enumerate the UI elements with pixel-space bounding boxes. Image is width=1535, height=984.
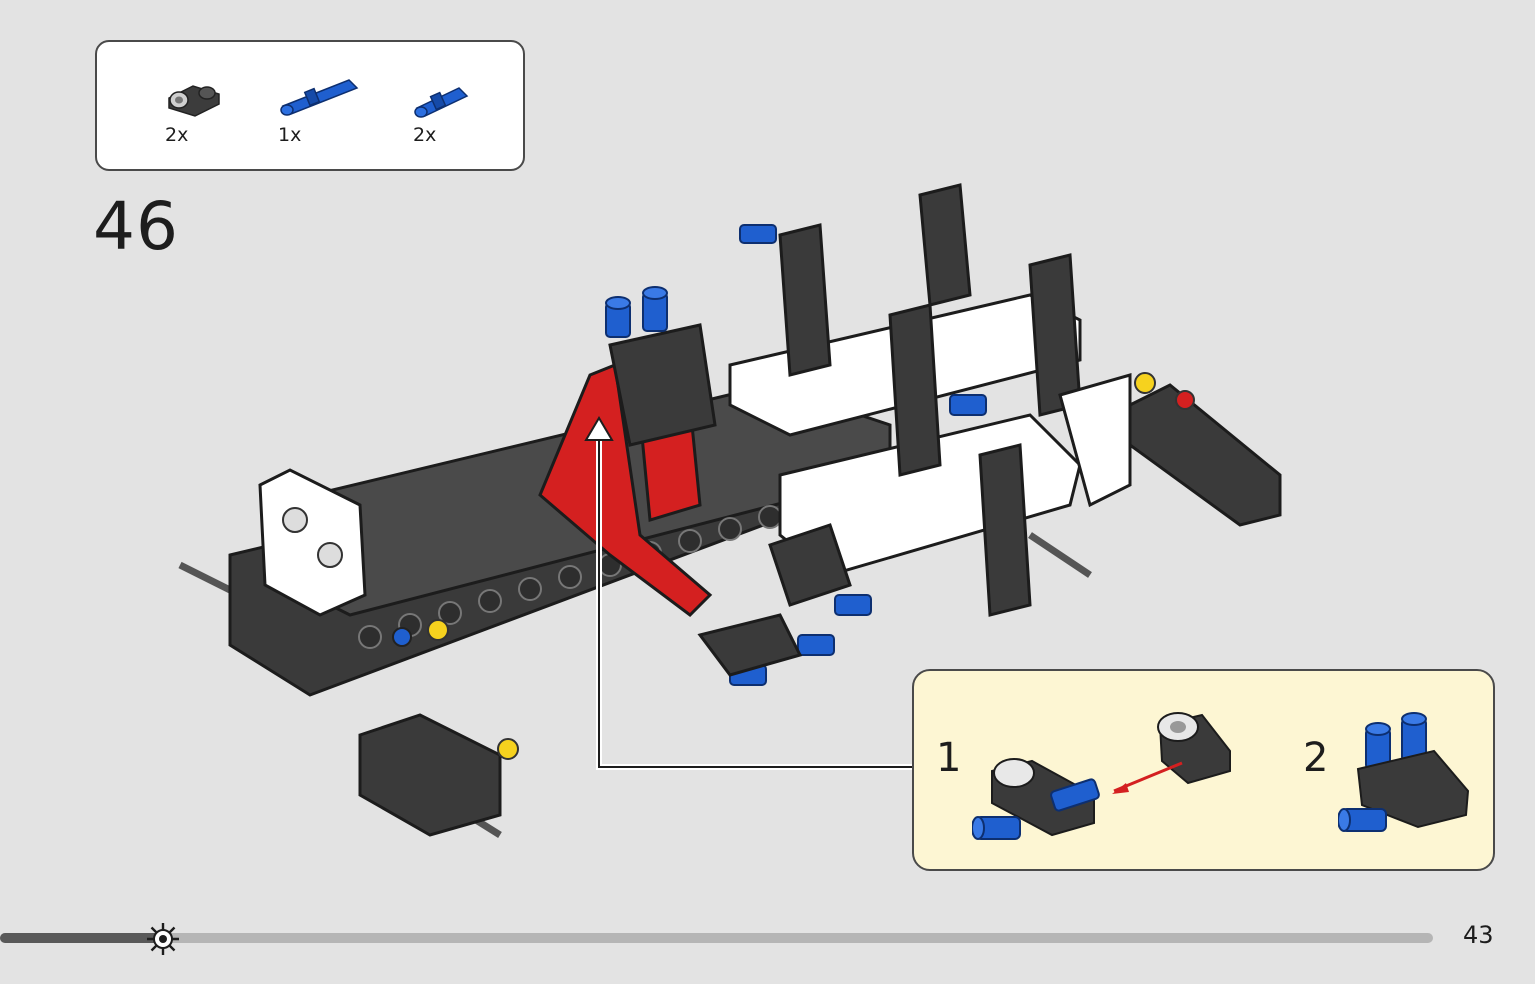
progress-bar xyxy=(0,933,1433,943)
page-number: 43 xyxy=(1463,921,1494,949)
step-number: 46 xyxy=(93,188,179,265)
pin-part-icon xyxy=(411,80,473,120)
long-pin-part-icon xyxy=(277,72,365,116)
substep-number: 2 xyxy=(1303,735,1329,781)
parts-list: 2x 1x 2x xyxy=(95,40,525,171)
part-quantity: 2x xyxy=(413,124,437,146)
progress-fill xyxy=(0,933,158,943)
part-quantity: 1x xyxy=(278,124,302,146)
model-illustration xyxy=(170,175,1290,859)
progress-marker-icon xyxy=(146,922,180,960)
substep-1-illustration xyxy=(972,691,1242,851)
part-quantity: 2x xyxy=(165,124,189,146)
substep-2-illustration xyxy=(1338,709,1478,849)
subassembly-callout: 1 2 xyxy=(912,669,1495,871)
connector-part-icon xyxy=(163,76,225,118)
substep-number: 1 xyxy=(936,735,962,781)
